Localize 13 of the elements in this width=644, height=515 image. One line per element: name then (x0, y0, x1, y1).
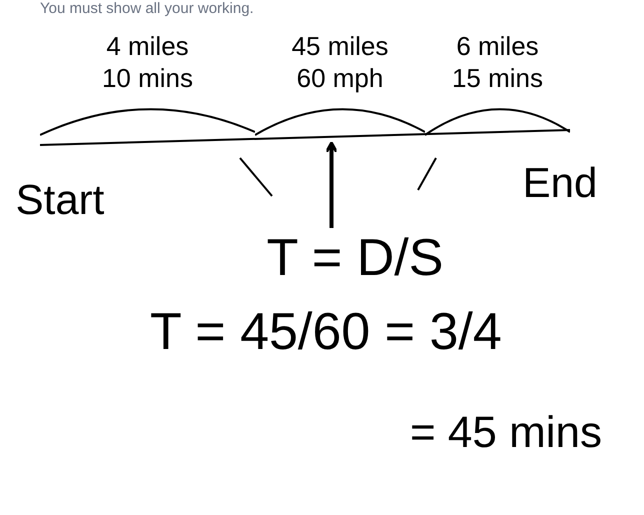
handwritten-text: Start (16, 175, 104, 225)
handwritten-text: End (522, 158, 598, 208)
handwritten-text: T = D/S (266, 228, 444, 288)
segment-label: 60 mph (296, 62, 384, 94)
arrow (325, 142, 338, 228)
segment-label: 45 miles (292, 30, 388, 62)
segment-label: 6 miles (456, 30, 539, 62)
instruction-text: You must show all your working. (40, 0, 254, 19)
equation-text: = 45 mins (410, 407, 602, 459)
segment-label: 10 mins (102, 62, 194, 94)
equation-text: T = 45/60 = 3/4 (150, 302, 502, 363)
segment-label: 15 mins (452, 62, 544, 94)
segment-label: 4 miles (106, 30, 189, 62)
